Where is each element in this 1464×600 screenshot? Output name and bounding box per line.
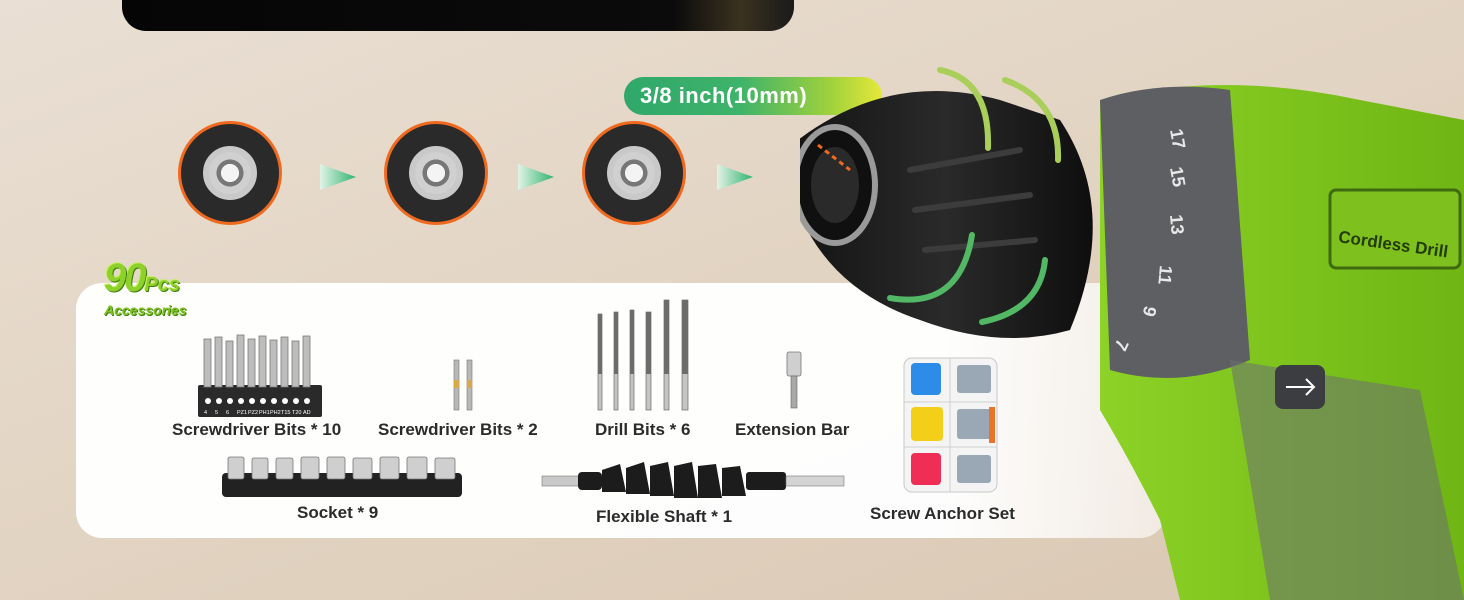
label-flexible-shaft: Flexible Shaft * 1 [596,507,733,526]
arrow-right-icon [518,164,554,190]
flexible-shaft-image [541,462,845,498]
label-extension-bar: Extension Bar [735,420,850,439]
bit-size-label: AD [303,410,311,416]
accessories-count-unit: Pcs [144,274,181,296]
torque-number: 11 [1154,265,1176,286]
label-screwdriver-bits-10: Screwdriver Bits * 10 [172,420,342,439]
chuck-closeup-1 [178,121,282,225]
accessories-subtitle: Accessories [104,302,187,318]
chuck-closeup-2 [384,121,488,225]
torque-number: 17 [1166,127,1189,150]
chuck-size-badge: 3/8 inch(10mm) [624,77,882,115]
label-screwdriver-bits-2: Screwdriver Bits * 2 [378,420,538,439]
bit-size-label: PH1 [259,410,270,416]
top-photo [122,0,794,31]
drill-bits-image [597,299,689,411]
torque-number: 13 [1166,214,1188,236]
bit-size-label: T15 [281,410,290,416]
torque-number: 9 [1139,304,1161,319]
bit-size-label: PH2 [270,410,281,416]
extension-bar-image [786,351,802,409]
label-screw-anchor-set: Screw Anchor Set [870,504,1015,523]
arrow-right-icon [717,164,753,190]
bit-size-label: PZ2 [248,410,258,416]
bit-size-label: T20 [292,410,301,416]
arrow-right-icon [320,164,356,190]
bit-size-label: 4 [204,410,207,416]
torque-number: 15 [1166,165,1189,188]
label-drill-bits: Drill Bits * 6 [595,420,691,439]
screwdriver-bits-pair-image [453,359,473,411]
chuck-closeup-3 [582,121,686,225]
label-socket: Socket * 9 [297,503,379,522]
bit-size-label: 6 [226,410,229,416]
bit-size-label: 5 [215,410,218,416]
socket-set-image [222,456,462,497]
accessories-count: 90Pcs [104,256,180,301]
torque-scale: 17 15 13 11 9 7 [1110,127,1189,354]
screw-anchor-set-image [903,357,998,493]
accessories-count-number: 90 [104,256,146,300]
bit-size-label: PZ1 [237,410,247,416]
cordless-drill-image: Cordless Drill 17 15 13 11 9 7 [800,67,1464,600]
